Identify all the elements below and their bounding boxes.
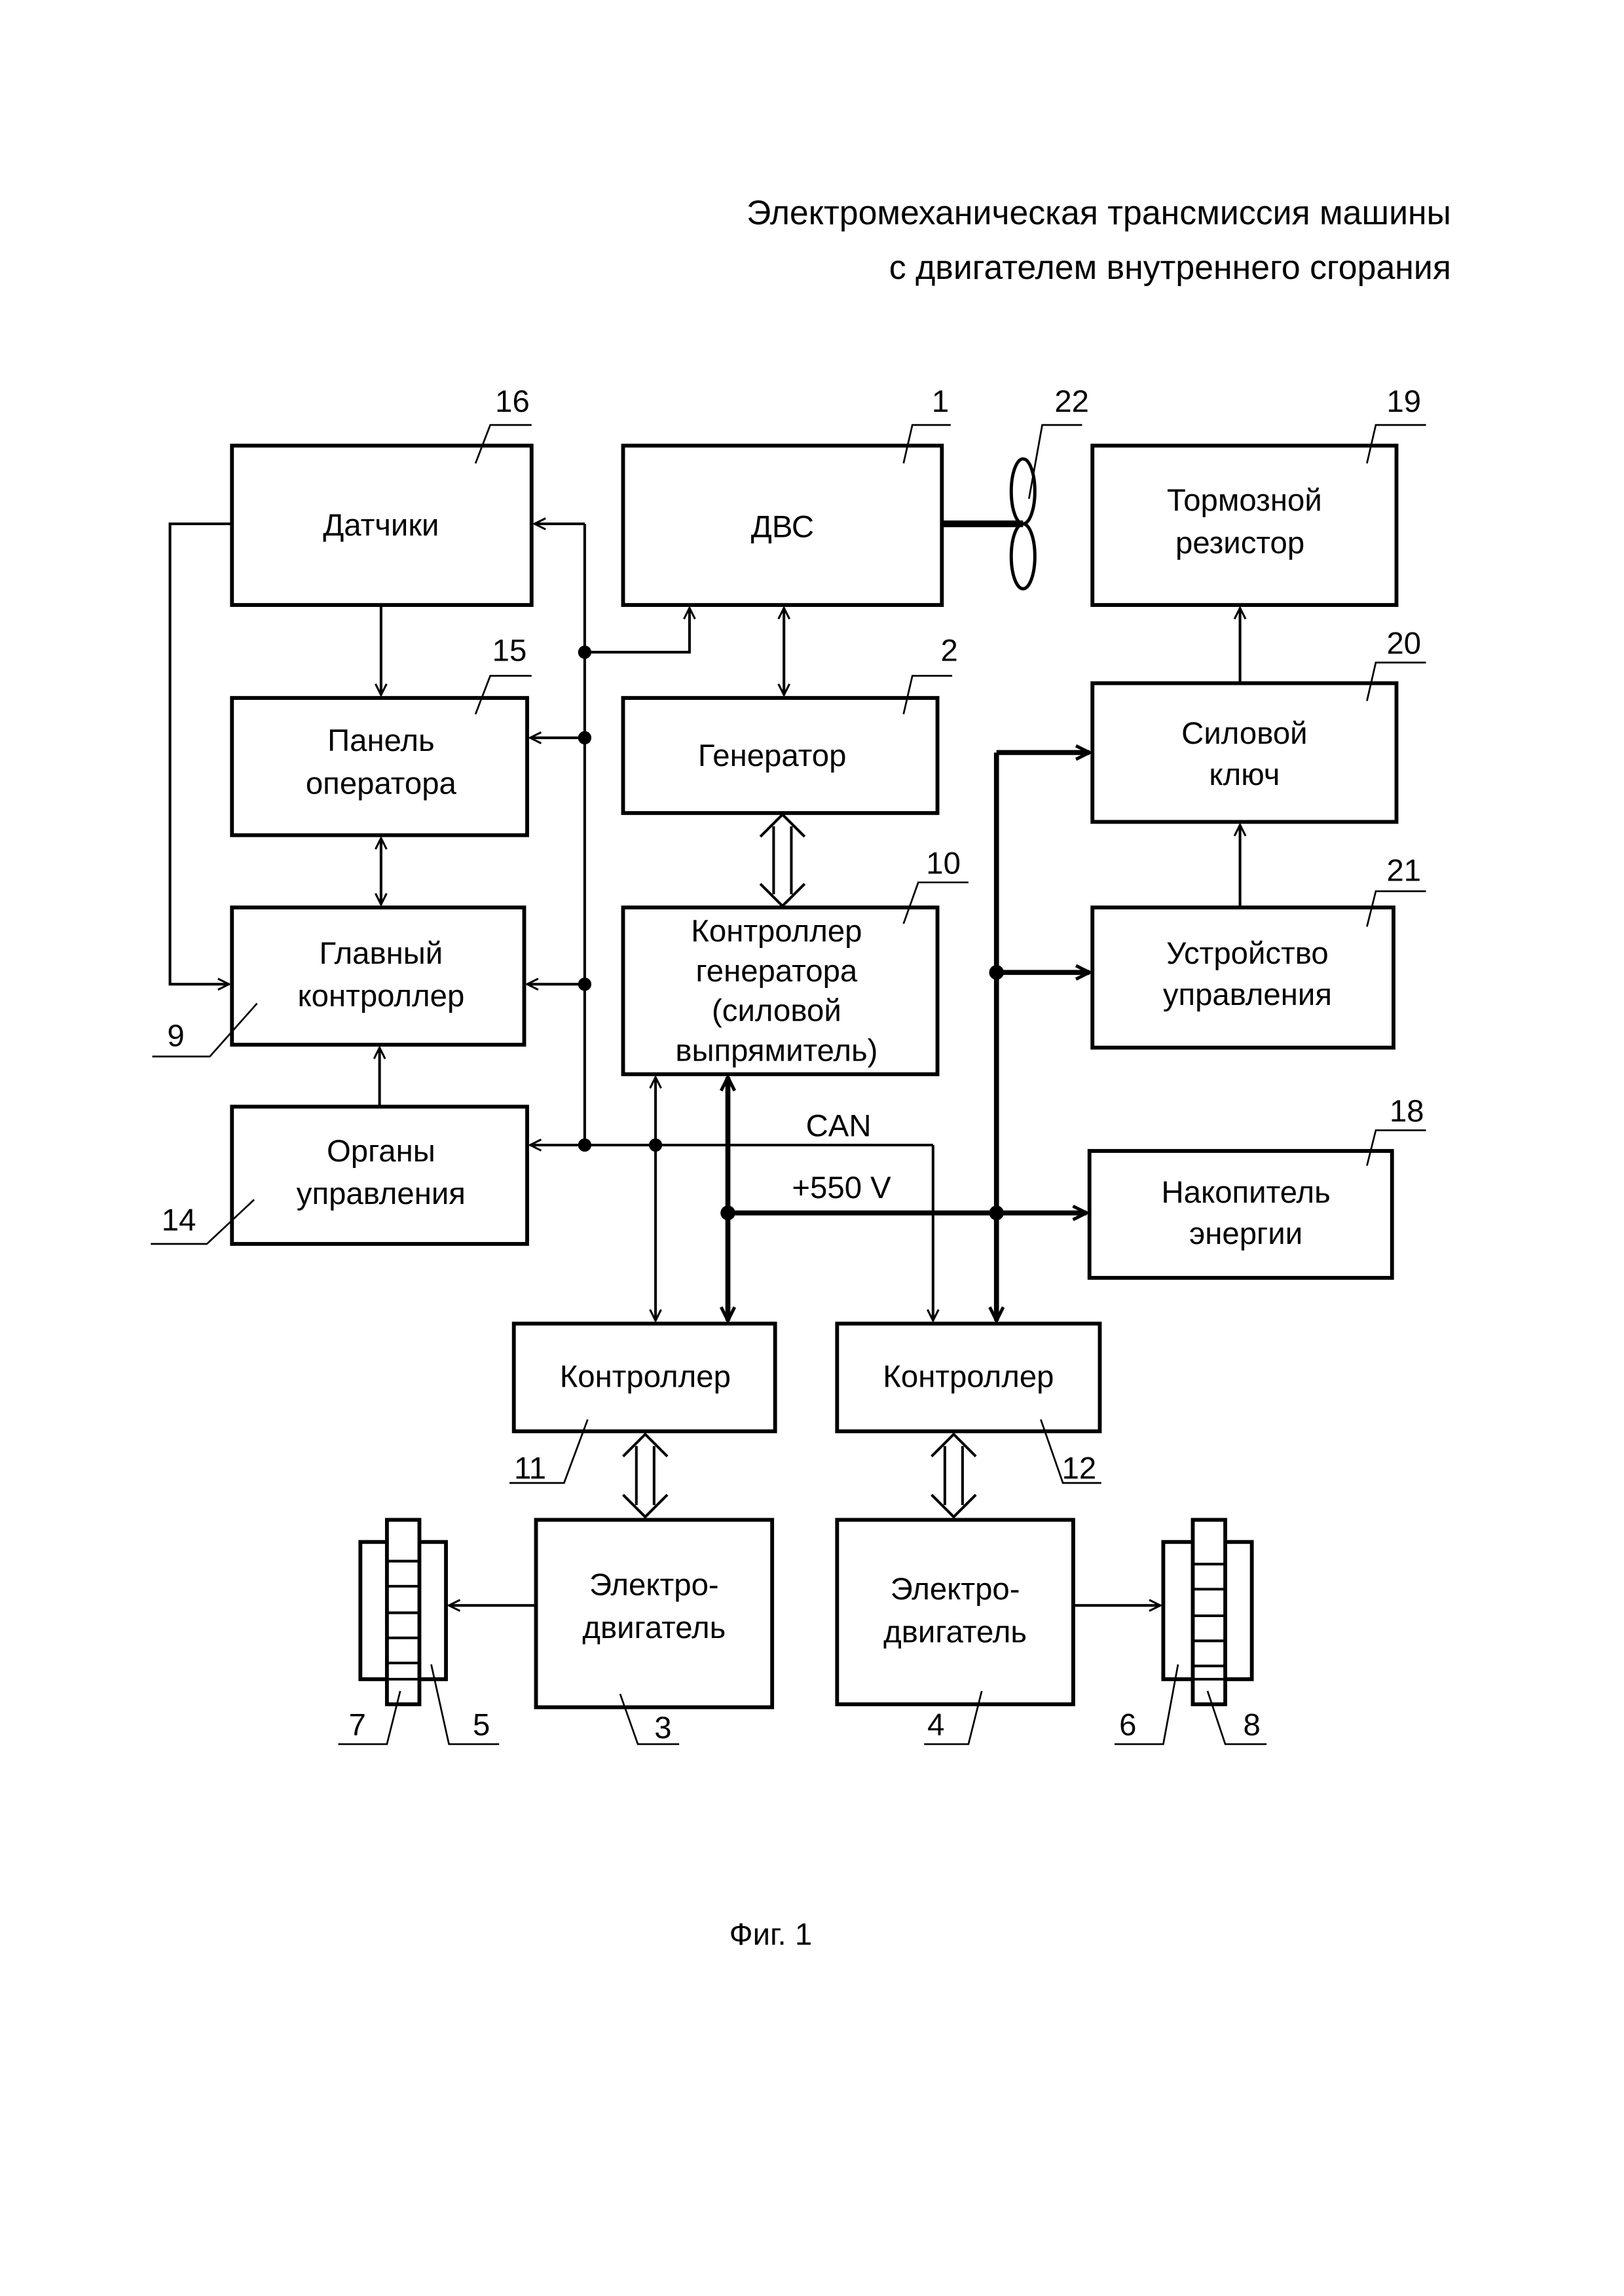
- block-label: Контроллер: [560, 1360, 731, 1394]
- controller-motor-link-right: [932, 1434, 976, 1517]
- block-label: Тормозной: [1167, 483, 1322, 518]
- block-label: Датчики: [323, 508, 439, 543]
- block-label: Контроллер: [883, 1360, 1054, 1394]
- fan-icon: [942, 459, 1035, 589]
- ref-2: 2: [940, 634, 957, 668]
- block-generator: Генератор: [623, 698, 938, 813]
- ref-16: 16: [495, 384, 530, 419]
- block-main-controller: Главный контроллер: [232, 907, 524, 1045]
- ref-12: 12: [1062, 1451, 1097, 1485]
- block-label: ключ: [1209, 757, 1280, 792]
- block-label: энергии: [1189, 1216, 1302, 1251]
- ref-9: 9: [167, 1019, 184, 1053]
- ref-7: 7: [349, 1708, 366, 1743]
- ref-8: 8: [1243, 1708, 1260, 1743]
- block-label: Электро-: [589, 1567, 719, 1602]
- block-label: Силовой: [1181, 716, 1307, 751]
- block-brake-resistor: Тормозной резистор: [1092, 446, 1396, 605]
- ref-20: 20: [1386, 626, 1421, 661]
- ref-15: 15: [492, 634, 527, 668]
- block-operator-panel: Панель оператора: [232, 698, 527, 835]
- ref-11: 11: [514, 1451, 546, 1485]
- block-control-device: Устройство управления: [1092, 907, 1393, 1048]
- ref-3: 3: [654, 1711, 671, 1745]
- block-label: резистор: [1175, 526, 1304, 560]
- block-label: Панель: [327, 723, 434, 758]
- block-label: Генератор: [698, 738, 847, 773]
- ref-19: 19: [1386, 384, 1421, 419]
- ref-5: 5: [473, 1708, 490, 1743]
- block-ice: ДВС: [623, 446, 942, 605]
- block-label: Накопитель: [1161, 1175, 1330, 1210]
- block-motor-left: Электро- двигатель: [536, 1520, 773, 1707]
- ref-4: 4: [927, 1708, 944, 1743]
- block-label: двигатель: [582, 1611, 726, 1645]
- ref-10: 10: [926, 846, 961, 881]
- sensors-to-main-controller-line: [170, 524, 232, 984]
- title-line-1: Электромеханическая трансмиссия машины: [747, 194, 1451, 232]
- block-power-switch: Силовой ключ: [1092, 683, 1396, 822]
- block-sensors: Датчики: [232, 446, 532, 605]
- ref-21: 21: [1386, 854, 1421, 888]
- block-label: Контроллер: [691, 914, 862, 949]
- block-label: управления: [297, 1176, 466, 1211]
- ref-1: 1: [932, 384, 949, 419]
- block-label: Электро-: [891, 1572, 1020, 1607]
- ref-6: 6: [1119, 1708, 1136, 1743]
- block-label: Органы: [327, 1134, 435, 1169]
- block-controller-right: Контроллер: [837, 1324, 1099, 1432]
- block-label: генератора: [696, 954, 858, 989]
- block-energy-storage: Накопитель энергии: [1090, 1151, 1392, 1278]
- block-label: ДВС: [751, 509, 814, 544]
- block-label: оператора: [306, 767, 457, 801]
- block-label: контроллер: [297, 979, 464, 1013]
- controller-motor-link-left: [623, 1434, 668, 1517]
- block-label: Устройство: [1166, 936, 1329, 971]
- ref-18: 18: [1390, 1094, 1424, 1129]
- block-label: (силовой: [712, 994, 841, 1029]
- generator-power-link: [760, 814, 805, 906]
- ref-22: 22: [1054, 384, 1089, 419]
- power-bus-label: +550 V: [792, 1171, 891, 1205]
- title-line-2: с двигателем внутреннего сгорания: [889, 248, 1451, 286]
- block-controller-left: Контроллер: [514, 1324, 775, 1432]
- block-label: двигатель: [883, 1615, 1027, 1650]
- block-label: управления: [1163, 977, 1332, 1012]
- block-label: выпрямитель): [675, 1034, 877, 1068]
- block-generator-controller: Контроллер генератора (силовой выпрямите…: [623, 907, 938, 1074]
- figure-caption: Фиг. 1: [729, 1918, 813, 1952]
- block-motor-right: Электро- двигатель: [837, 1520, 1073, 1704]
- block-label: Главный: [320, 936, 443, 971]
- ref-14: 14: [162, 1203, 196, 1238]
- can-bus-label: CAN: [806, 1108, 872, 1143]
- block-controls: Органы управления: [232, 1106, 527, 1244]
